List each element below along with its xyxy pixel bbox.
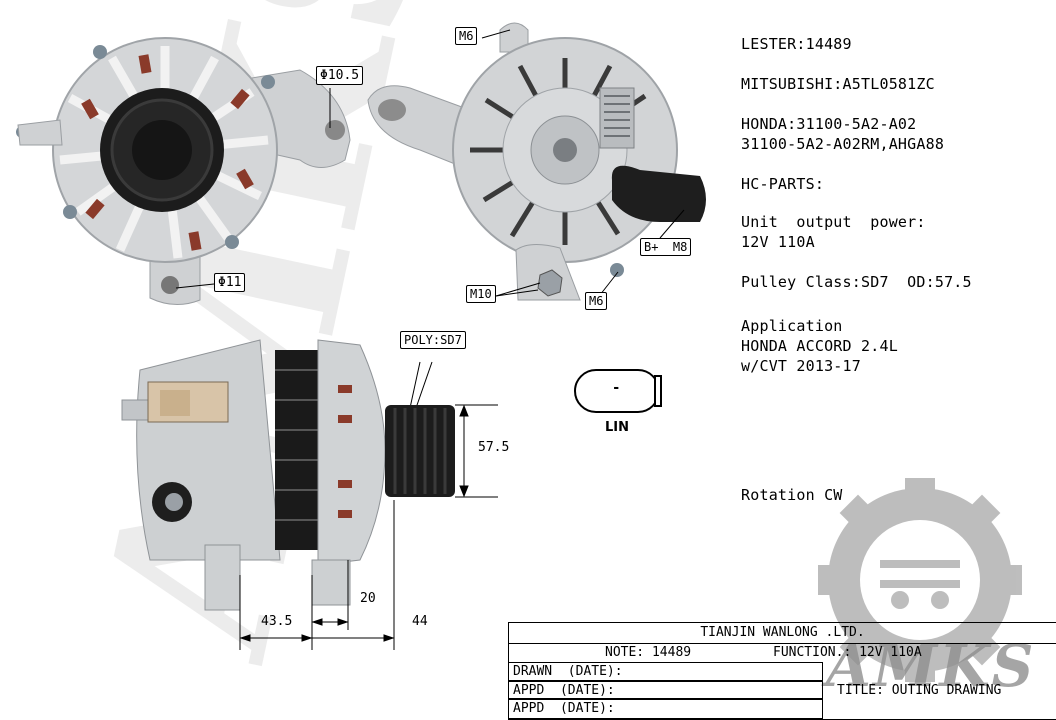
callout-m10: M10 — [466, 285, 496, 303]
spec-unit-output-label: Unit output power: — [741, 213, 926, 231]
dim-44: 44 — [412, 614, 428, 629]
title-block-appd1: APPD (DATE): — [513, 683, 615, 698]
amks-gear-logo — [818, 478, 1022, 682]
callout-m6-bottom: M6 — [585, 292, 608, 310]
spec-unit-output-value: 12V 110A — [741, 233, 815, 251]
lin-connector-symbol — [574, 369, 662, 413]
lin-connector-name: LIN — [605, 420, 630, 435]
spec-application-label: Application — [741, 317, 843, 335]
callout-poly: POLY:SD7 — [400, 331, 466, 349]
dim-43-5: 43.5 — [261, 614, 293, 629]
side-view-alternator — [121, 339, 455, 611]
spec-application-line2: w/CVT 2013-17 — [741, 357, 861, 375]
title-block-appd1-cell — [508, 680, 823, 700]
spec-pulley: Pulley Class:SD7 OD:57.5 — [741, 273, 972, 291]
callout-phi-10-5: Φ10.5 — [316, 66, 364, 85]
title-block-appd2: APPD (DATE): — [513, 701, 615, 716]
rear-view-alternator — [367, 22, 706, 301]
lin-pin-label: - — [612, 380, 621, 396]
spec-honda-line2: 31100-5A2-A02RM,AHGA88 — [741, 135, 945, 153]
dim-pulley-od: 57.5 — [478, 440, 510, 455]
spec-rotation: Rotation CW — [741, 486, 843, 504]
title-block-drawn-cell — [508, 662, 823, 682]
callout-leaders — [175, 29, 685, 409]
callout-phi-11: Φ11 — [214, 273, 246, 292]
spec-honda-line1: HONDA:31100-5A2-A02 — [741, 115, 917, 133]
title-block-drawn: DRAWN (DATE): — [513, 664, 623, 679]
front-view-alternator — [16, 37, 351, 305]
dimension-lines — [239, 404, 498, 650]
front-copper-windings — [81, 54, 254, 251]
spec-hc-parts: HC-PARTS: — [741, 175, 825, 193]
spec-lester: LESTER:14489 — [741, 35, 852, 53]
dim-20: 20 — [360, 591, 376, 606]
title-block-company: TIANJIN WANLONG .LTD. — [508, 622, 1056, 644]
callout-b-plus-m8: B+ M8 — [640, 238, 692, 256]
title-block-title: TITLE: OUTING DRAWING — [837, 683, 1002, 698]
spec-application-line1: HONDA ACCORD 2.4L — [741, 337, 898, 355]
title-block-note: NOTE: 14489 — [605, 645, 692, 660]
spec-mitsubishi: MITSUBISHI:A5TL0581ZC — [741, 75, 935, 93]
callout-m6-top: M6 — [455, 27, 478, 45]
title-block-function: FUNCTION.: 12V 110A — [773, 645, 922, 660]
